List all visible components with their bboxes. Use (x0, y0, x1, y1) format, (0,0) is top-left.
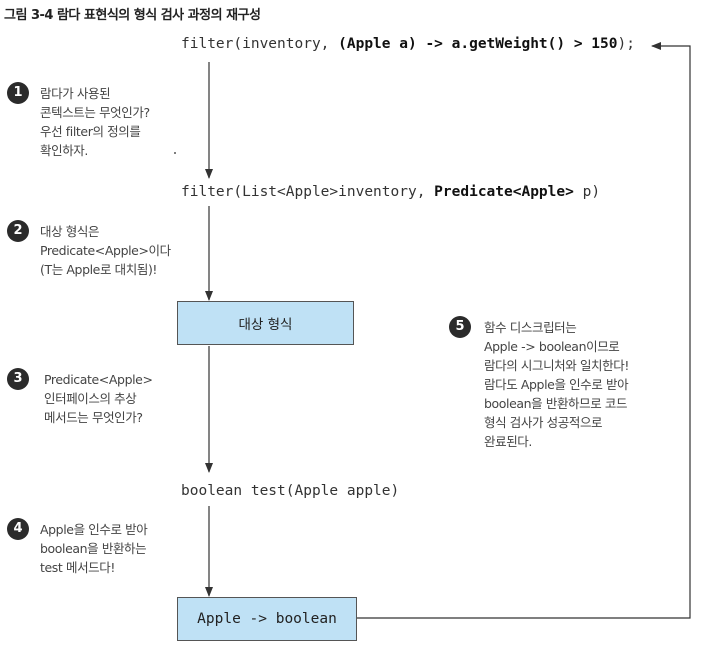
step-5-line: 완료된다. (484, 434, 532, 449)
step-2-line: 대상 형식은 (40, 224, 100, 239)
target-type-box: 대상 형식 (177, 301, 354, 345)
step-5-line: Apple -> boolean이므로 (484, 339, 620, 354)
step-1-line: 확인하자. (40, 143, 88, 158)
step-1-text: 람다가 사용된 콘텍스트는 무엇인가? 우선 filter의 정의를 확인하자. (40, 84, 150, 160)
arrow-descriptor-to-lambda (357, 42, 691, 619)
function-descriptor-box: Apple -> boolean (177, 597, 357, 641)
step-1-badge: 1 (7, 82, 29, 104)
step-2-badge: 2 (7, 220, 29, 242)
figure-title: 그림 3-4 람다 표현식의 형식 검사 과정의 재구성 (4, 4, 261, 23)
step-4-line: test 메서드다! (40, 560, 115, 575)
step-2-line: Predicate<Apple>이다 (40, 243, 171, 258)
step-3-line: Predicate<Apple> (44, 372, 153, 387)
figure-caption: 람다 표현식의 형식 검사 과정의 재구성 (56, 8, 261, 23)
step-5-badge: 5 (449, 316, 471, 338)
step-3-line: 인터페이스의 추상 (44, 391, 137, 406)
step-5-line: 함수 디스크립터는 (484, 320, 577, 335)
step-1: 1 람다가 사용된 콘텍스트는 무엇인가? 우선 filter의 정의를 확인하… (7, 82, 187, 162)
target-type-label: 대상 형식 (238, 317, 293, 333)
step-5: 5 함수 디스크립터는 Apple -> boolean이므로 람다의 시그니처… (449, 316, 679, 456)
step-4: 4 Apple을 인수로 받아 boolean을 반환하는 test 메서드다! (7, 518, 187, 580)
step-3-badge: 3 (7, 368, 29, 390)
step-2-line: (T는 Apple로 대치됨)! (40, 262, 158, 277)
step-5-line: 람다도 Apple을 인수로 받아 (484, 377, 629, 392)
function-descriptor-label: Apple -> boolean (197, 611, 337, 627)
code-filter-signature-suffix: p) (573, 184, 601, 200)
step-5-line: 람다의 시그니처와 일치한다! (484, 358, 629, 373)
code-lambda-expression: (Apple a) -> a.getWeight() > 150 (338, 36, 618, 52)
code-filter-call-prefix: filter(inventory, (181, 36, 339, 52)
step-1-line: 람다가 사용된 (40, 86, 111, 101)
code-test-method: boolean test(Apple apple) (181, 483, 399, 499)
step-4-line: Apple을 인수로 받아 (40, 522, 148, 537)
figure-number: 그림 3-4 (4, 8, 53, 23)
code-test-method-text: boolean test(Apple apple) (181, 483, 400, 499)
code-filter-call-suffix: ); (617, 36, 635, 52)
step-5-line: boolean을 반환하므로 코드 (484, 396, 628, 411)
code-filter-signature-prefix: filter(List<Apple>inventory, (181, 184, 435, 200)
code-filter-call: filter(inventory, (Apple a) -> a.getWeig… (181, 36, 635, 52)
step-5-line: 형식 검사가 성공적으로 (484, 415, 603, 430)
step-4-text: Apple을 인수로 받아 boolean을 반환하는 test 메서드다! (40, 520, 148, 577)
step-4-line: boolean을 반환하는 (40, 541, 147, 556)
code-predicate-type: Predicate<Apple> (434, 184, 574, 200)
step-2-text: 대상 형식은 Predicate<Apple>이다 (T는 Apple로 대치됨… (40, 222, 171, 279)
step-1-line: 우선 filter의 정의를 (40, 124, 141, 139)
step-3-text: Predicate<Apple> 인터페이스의 추상 메서드는 무엇인가? (44, 370, 153, 427)
step-2: 2 대상 형식은 Predicate<Apple>이다 (T는 Apple로 대… (7, 220, 187, 282)
step-3: 3 Predicate<Apple> 인터페이스의 추상 메서드는 무엇인가? (7, 368, 187, 430)
stray-dot (174, 152, 176, 154)
step-1-line: 콘텍스트는 무엇인가? (40, 105, 150, 120)
step-5-text: 함수 디스크립터는 Apple -> boolean이므로 람다의 시그니처와 … (484, 318, 629, 451)
code-filter-signature: filter(List<Apple>inventory, Predicate<A… (181, 184, 600, 200)
step-4-badge: 4 (7, 518, 29, 540)
step-3-line: 메서드는 무엇인가? (44, 410, 143, 425)
